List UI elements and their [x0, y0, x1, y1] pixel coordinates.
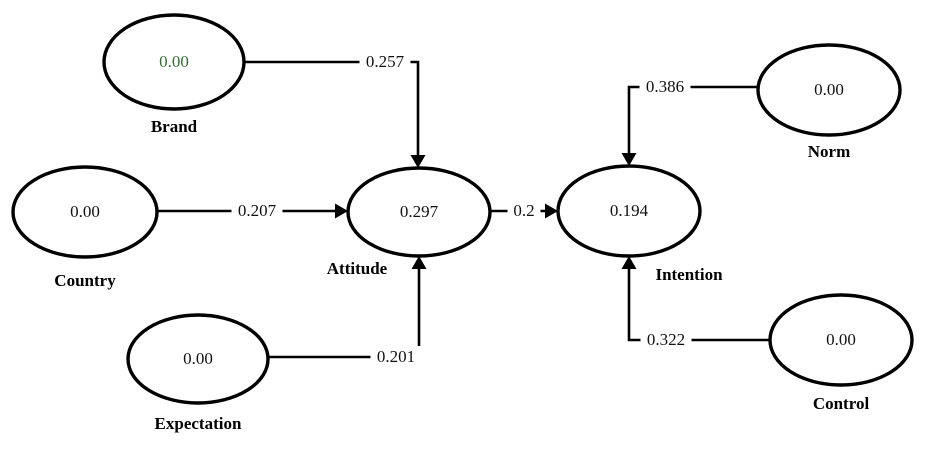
edge-label-backdrop — [639, 76, 691, 98]
node-ellipse-norm[interactable] — [756, 43, 902, 137]
edge-arrowhead-country-to-attitude — [335, 203, 348, 219]
node-ellipse-control[interactable] — [768, 293, 914, 387]
edge-line-expectation-to-attitude — [268, 268, 421, 359]
edge-arrowhead-control-to-intention — [621, 256, 637, 269]
edge-line-norm-to-intention — [627, 85, 758, 154]
node-ellipse-brand[interactable] — [102, 13, 246, 111]
edge-label-attitude-to-intention: 0.2 — [507, 200, 541, 222]
node-value-brand: 0.00 — [159, 52, 189, 71]
edge-label-text-brand-to-attitude: 0.257 — [366, 52, 405, 71]
edge-label-backdrop — [640, 329, 692, 351]
edge-label-expectation-to-attitude: 0.201 — [370, 346, 422, 368]
node-label-intention: Intention — [655, 265, 723, 284]
node-value-attitude: 0.297 — [400, 202, 439, 221]
edge-norm-to-intention — [621, 85, 758, 166]
node-ellipse-attitude[interactable] — [346, 166, 492, 258]
node-value-country: 0.00 — [70, 202, 100, 221]
edge-label-backdrop — [231, 200, 283, 222]
edge-label-brand-to-attitude: 0.257 — [359, 51, 411, 73]
node-value-intention: 0.194 — [610, 201, 649, 220]
edge-label-text-expectation-to-attitude: 0.201 — [377, 347, 415, 366]
edge-label-text-country-to-attitude: 0.207 — [238, 201, 277, 220]
node-ellipse-expectation[interactable] — [126, 313, 270, 405]
node-label-control: Control — [813, 394, 870, 413]
edge-label-text-attitude-to-intention: 0.2 — [513, 201, 534, 220]
edge-label-backdrop — [507, 200, 541, 222]
nodes-layer: 0.00Brand0.00Country0.00Expectation0.297… — [11, 13, 914, 433]
edge-label-text-norm-to-intention: 0.386 — [646, 77, 684, 96]
edge-label-backdrop — [359, 51, 411, 73]
edge-line-control-to-intention — [627, 268, 770, 342]
edge-arrowhead-expectation-to-attitude — [411, 256, 427, 269]
node-value-expectation: 0.00 — [183, 349, 213, 368]
edge-line-brand-to-attitude — [244, 60, 420, 156]
edge-arrowhead-norm-to-intention — [621, 153, 637, 166]
node-label-norm: Norm — [808, 142, 850, 161]
edge-label-text-control-to-intention: 0.322 — [647, 330, 685, 349]
node-ellipse-country[interactable] — [11, 165, 159, 259]
edge-control-to-intention — [621, 256, 770, 342]
node-value-norm: 0.00 — [814, 80, 844, 99]
edge-label-norm-to-intention: 0.386 — [639, 76, 691, 98]
node-ellipse-intention[interactable] — [556, 164, 702, 258]
edge-arrowhead-attitude-to-intention — [545, 203, 558, 219]
edge-label-control-to-intention: 0.322 — [640, 329, 692, 351]
edge-brand-to-attitude — [244, 60, 426, 168]
edge-label-country-to-attitude: 0.207 — [231, 200, 283, 222]
edge-label-backdrop — [370, 346, 422, 368]
node-label-attitude: Attitude — [327, 259, 388, 278]
edge-labels-layer: 0.257 0.207 0.201 0.2 0.386 0.322 — [231, 51, 692, 368]
edge-arrowhead-brand-to-attitude — [410, 155, 426, 168]
node-value-control: 0.00 — [826, 330, 856, 349]
node-label-brand: Brand — [151, 117, 198, 136]
node-label-expectation: Expectation — [155, 414, 242, 433]
node-label-country: Country — [54, 271, 116, 290]
